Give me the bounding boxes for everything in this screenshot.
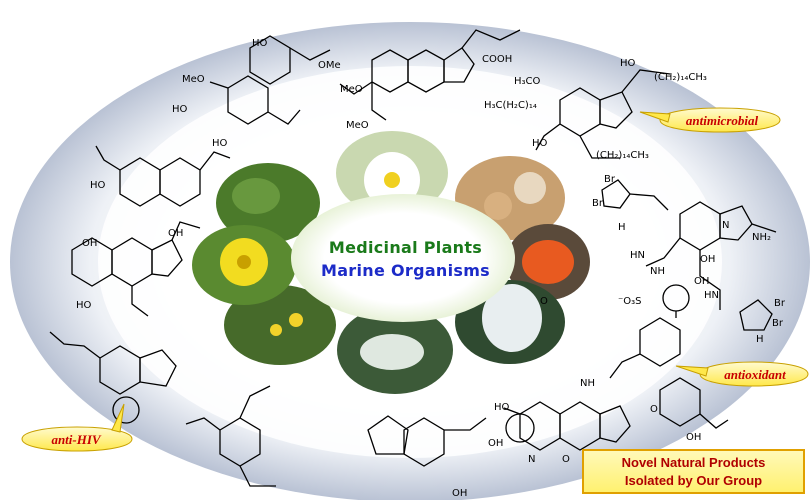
structure-bottom-center [367, 415, 409, 455]
photo-flower [192, 131, 590, 394]
atom-label: Br [592, 198, 604, 209]
structure-top-left [249, 35, 291, 85]
atom-label: O [650, 404, 658, 415]
atom-label: OH [686, 432, 701, 443]
atom-label: OH [82, 238, 97, 249]
atom-label: N [528, 454, 535, 465]
atom-label: HO [90, 180, 106, 191]
atom-label: OH [488, 438, 503, 449]
atom-label: O [540, 296, 548, 307]
atom-label: H [618, 222, 626, 233]
atom-label: MeO [182, 74, 205, 85]
atom-label: MeO [346, 120, 369, 131]
atom-label: HO [252, 38, 268, 49]
atom-labels: MeO OMe HO HO MeO MeO COOH H₃CO HO (CH₂)… [76, 38, 786, 499]
atom-label: OH [694, 276, 709, 287]
callout-antimicrobial [659, 107, 781, 133]
legend-line-2: Isolated by Our Group [624, 473, 763, 488]
atom-label: HO [494, 402, 510, 413]
atom-label: OH [168, 228, 183, 239]
atom-label: Br [604, 174, 616, 185]
atom-label: OH [452, 488, 467, 499]
marine-organisms-label: Marine Organisms [320, 261, 491, 280]
atom-label: HO [532, 138, 548, 149]
atom-label: MeO [340, 84, 363, 95]
atom-label: N [722, 220, 729, 231]
atom-label: Br [772, 318, 784, 329]
atom-label: H₃C(H₂C)₁₄ [484, 100, 537, 111]
medicinal-plants-label: Medicinal Plants [328, 238, 483, 257]
atom-label: H₃CO [514, 76, 541, 87]
atom-label: O [562, 454, 570, 465]
callout-antioxidant [699, 361, 809, 387]
atom-label: HO [212, 138, 228, 149]
photo-small-yellow-flowers [224, 285, 336, 365]
center-oval [291, 194, 515, 322]
atom-label: HO [620, 58, 636, 69]
atom-label: NH [650, 266, 665, 277]
atom-label: HN [704, 290, 719, 301]
atom-label: HN [630, 250, 645, 261]
atom-label: ⁻O₃S [618, 296, 642, 307]
legend-line-1: Novel Natural Products [621, 455, 766, 470]
anti-hiv-tag: anti-HIV [51, 432, 101, 447]
atom-label: Br [774, 298, 786, 309]
antioxidant-tag: antioxidant [724, 367, 786, 382]
atom-label: HO [172, 104, 188, 115]
antimicrobial-tag: antimicrobial [685, 113, 759, 128]
activity-callouts [21, 107, 809, 452]
atom-label: (CH₂)₁₄CH₃ [596, 150, 649, 161]
atom-label: HO [76, 300, 92, 311]
callout-anti-hiv [21, 426, 133, 452]
atom-label: OH [700, 254, 715, 265]
atom-label: OMe [318, 60, 341, 71]
chemical-structures [49, 29, 777, 487]
atom-label: NH₂ [752, 232, 771, 243]
atom-label: COOH [482, 54, 512, 65]
atom-label: H [756, 334, 764, 345]
legend-box: Novel Natural Products Isolated by Our G… [582, 449, 805, 494]
structure-right-upper [601, 179, 631, 209]
atom-label: NH [580, 378, 595, 389]
atom-label: (CH₂)₁₄CH₃ [654, 72, 707, 83]
